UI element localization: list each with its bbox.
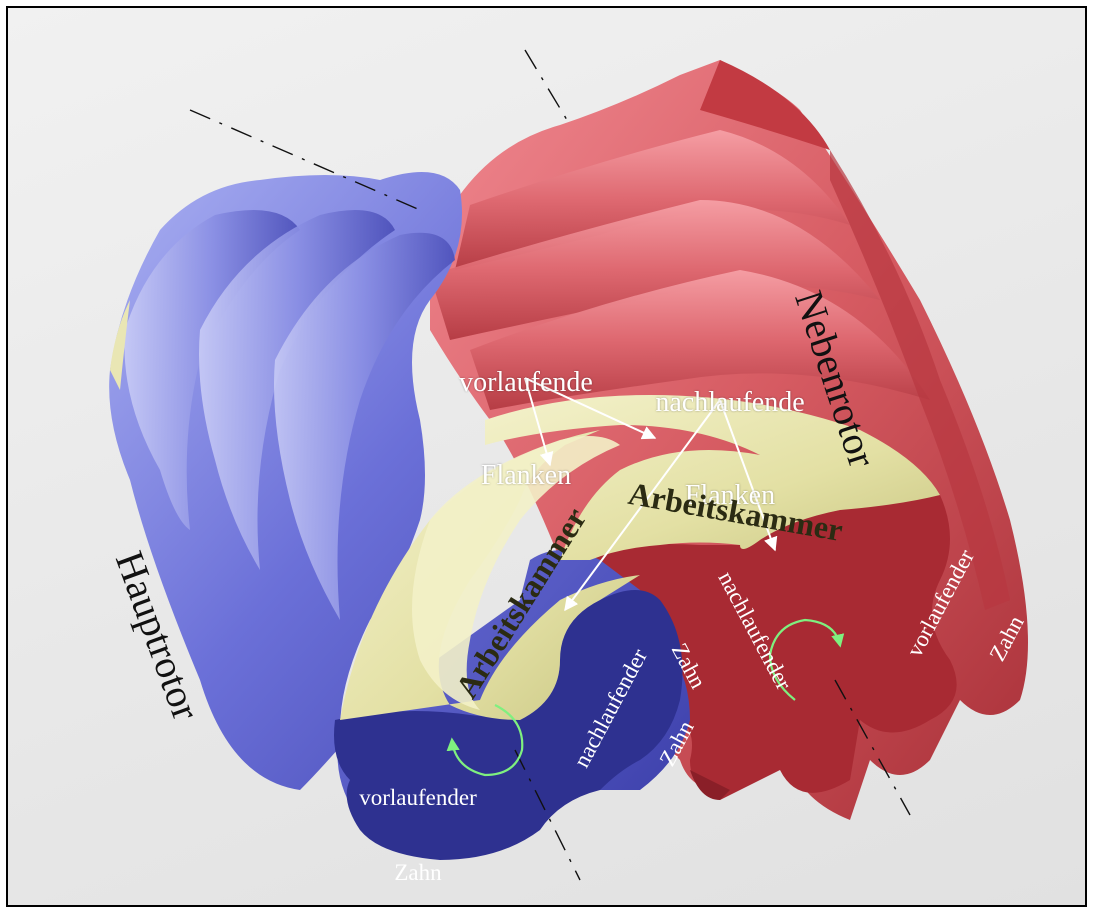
leading-flanks-line2: Flanken [436,460,616,491]
trailing-flanks-line1: nachlaufende [630,387,830,418]
leading-flanks-line1: vorlaufende [436,367,616,398]
main-leading-tooth-line2: Zahn [343,860,493,885]
main-leading-tooth-line1: vorlaufender [343,785,493,810]
gate-trailing-tooth-line1: nachlaufender [709,558,801,702]
leading-flanks-label: vorlaufende Flanken [436,305,616,522]
main-leading-tooth-label: vorlaufender Zahn [343,735,493,910]
gate-rotor-axis-top [525,50,570,125]
gate-leading-tooth-line1: vorlaufender [894,531,986,675]
